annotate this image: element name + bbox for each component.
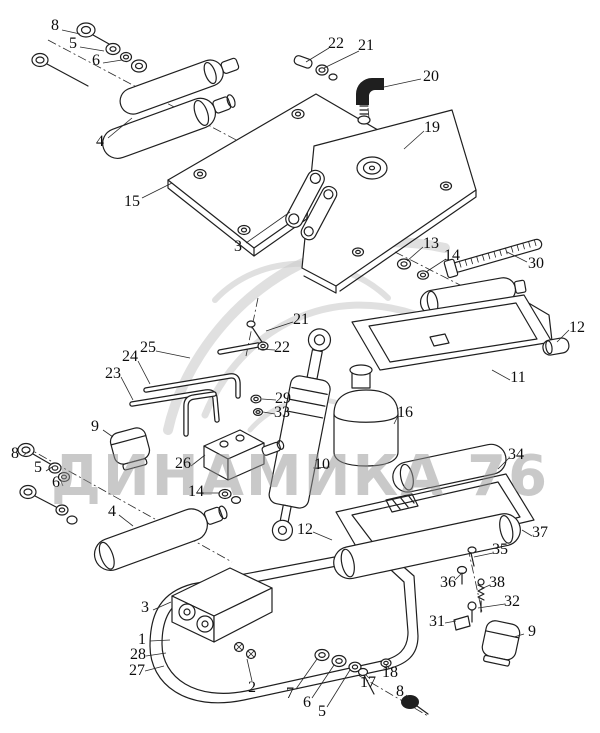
callout-8: 8 [51,17,59,34]
callout-12: 12 [569,319,585,336]
top-roller-34 [392,443,507,493]
callout-22: 22 [328,35,344,52]
pin-32-bracket-31 [453,601,477,631]
bolt-21-nut-22-mid [246,320,269,351]
callout-30: 30 [528,255,544,272]
roller-4-lower [93,505,228,571]
callout-6: 6 [52,474,60,491]
callout-9: 9 [91,418,99,435]
callout-13: 13 [423,235,439,252]
callout-1: 1 [138,631,146,648]
fastener-row-bottom [314,648,392,695]
rubber-mounts-top [102,57,240,159]
callout-21: 21 [358,37,374,54]
filler-cap [356,156,388,180]
callout-36: 36 [440,574,456,591]
hoses-23-24-25 [129,342,261,437]
callout-24: 24 [122,348,138,365]
callout-31: 31 [429,613,445,630]
frame-11 [351,277,553,371]
bumper-9-right [481,620,521,667]
callout-5: 5 [318,703,326,720]
callout-10: 10 [314,456,330,473]
callout-16: 16 [397,404,413,421]
callout-8: 8 [396,683,404,700]
callout-29: 29 [275,390,291,407]
nut-14-lower [218,488,242,505]
strap-30 [443,238,543,279]
bolt-8-bottom [401,695,429,715]
callout-26: 26 [175,455,191,472]
callout-5: 5 [69,35,77,52]
callout-3: 3 [141,599,149,616]
callout-28: 28 [130,646,146,663]
callout-37: 37 [532,524,548,541]
callout-8: 8 [11,445,19,462]
callout-20: 20 [423,68,439,85]
callout-19: 19 [424,119,440,136]
callout-4: 4 [108,503,116,520]
bearing-housing-3 [171,567,273,643]
leader-lines [22,29,570,708]
callout-2: 2 [248,679,256,696]
top-plate-19 [301,109,477,294]
oil-tank-16 [333,364,399,467]
callout-14: 14 [188,483,204,500]
callout-3: 3 [234,238,242,255]
roller-12-right [542,337,570,356]
bottom-roller-12-37 [333,513,521,580]
callout-6: 6 [92,52,100,69]
callout-6: 6 [303,694,311,711]
callout-27: 27 [129,662,145,679]
fastener-cluster-top-left [31,22,148,87]
frame-34-assembly [333,443,535,613]
callout-17: 17 [360,674,376,691]
valve-block-26 [203,429,285,481]
nut-13-washer-14 [396,258,430,280]
callout-4: 4 [96,133,104,150]
callout-11: 11 [510,369,526,386]
callout-32: 32 [504,593,520,610]
callout-34: 34 [508,446,524,463]
callout-23: 23 [105,365,121,382]
callout-18: 18 [382,664,398,681]
callout-15: 15 [124,193,140,210]
bumper-9-left [109,427,151,471]
callout-38: 38 [489,574,505,591]
bolts-2 [233,641,257,660]
callout-12: 12 [297,521,313,538]
callout-22: 22 [274,339,290,356]
callout-25: 25 [140,339,156,356]
fastener-cluster-left-lower [17,442,78,525]
elbow-fitting-20 [356,78,384,125]
callout-5: 5 [34,459,42,476]
callout-9: 9 [528,623,536,640]
callout-35: 35 [492,541,508,558]
shock-absorber-10 [268,328,332,541]
bracket-links-3 [285,169,338,241]
callout-33: 33 [274,404,290,421]
callout-14: 14 [444,247,460,264]
callout-7: 7 [286,685,294,702]
callout-21: 21 [293,311,309,328]
nut-29-washer-33 [250,394,264,417]
